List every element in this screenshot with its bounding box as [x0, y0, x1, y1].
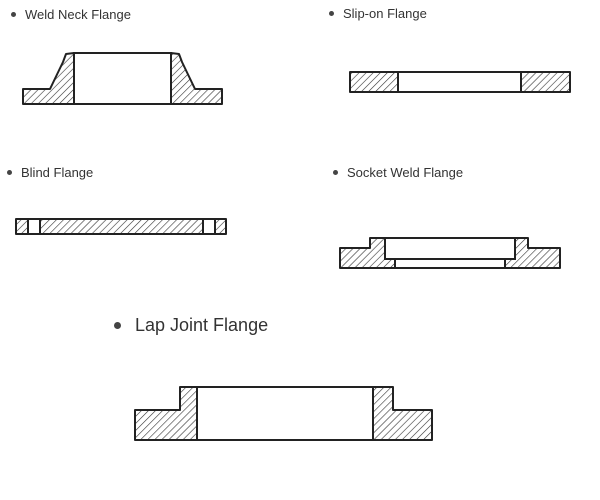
blind-flange-drawing — [15, 218, 227, 235]
bullet-icon — [7, 170, 12, 175]
label-text: Socket Weld Flange — [347, 165, 464, 180]
weld-neck-flange-drawing — [22, 52, 223, 105]
socket-weld-flange-drawing — [339, 237, 561, 269]
slip-on-flange-drawing — [349, 71, 571, 93]
label-text: Weld Neck Flange — [25, 7, 131, 22]
bullet-icon — [11, 12, 16, 17]
label-text: Lap Joint Flange — [135, 315, 269, 335]
label-slip-on: Slip-on Flange — [329, 6, 427, 21]
bullet-icon — [329, 11, 334, 16]
lap-joint-flange-drawing — [134, 386, 433, 441]
label-lap-joint: Lap Joint Flange — [114, 315, 268, 336]
label-text: Slip-on Flange — [343, 6, 427, 21]
bullet-icon — [114, 322, 121, 329]
bullet-icon — [333, 170, 338, 175]
label-text: Blind Flange — [21, 165, 94, 180]
label-weld-neck: Weld Neck Flange — [11, 7, 131, 22]
label-blind: Blind Flange — [7, 165, 93, 180]
label-socket-weld: Socket Weld Flange — [333, 165, 463, 180]
